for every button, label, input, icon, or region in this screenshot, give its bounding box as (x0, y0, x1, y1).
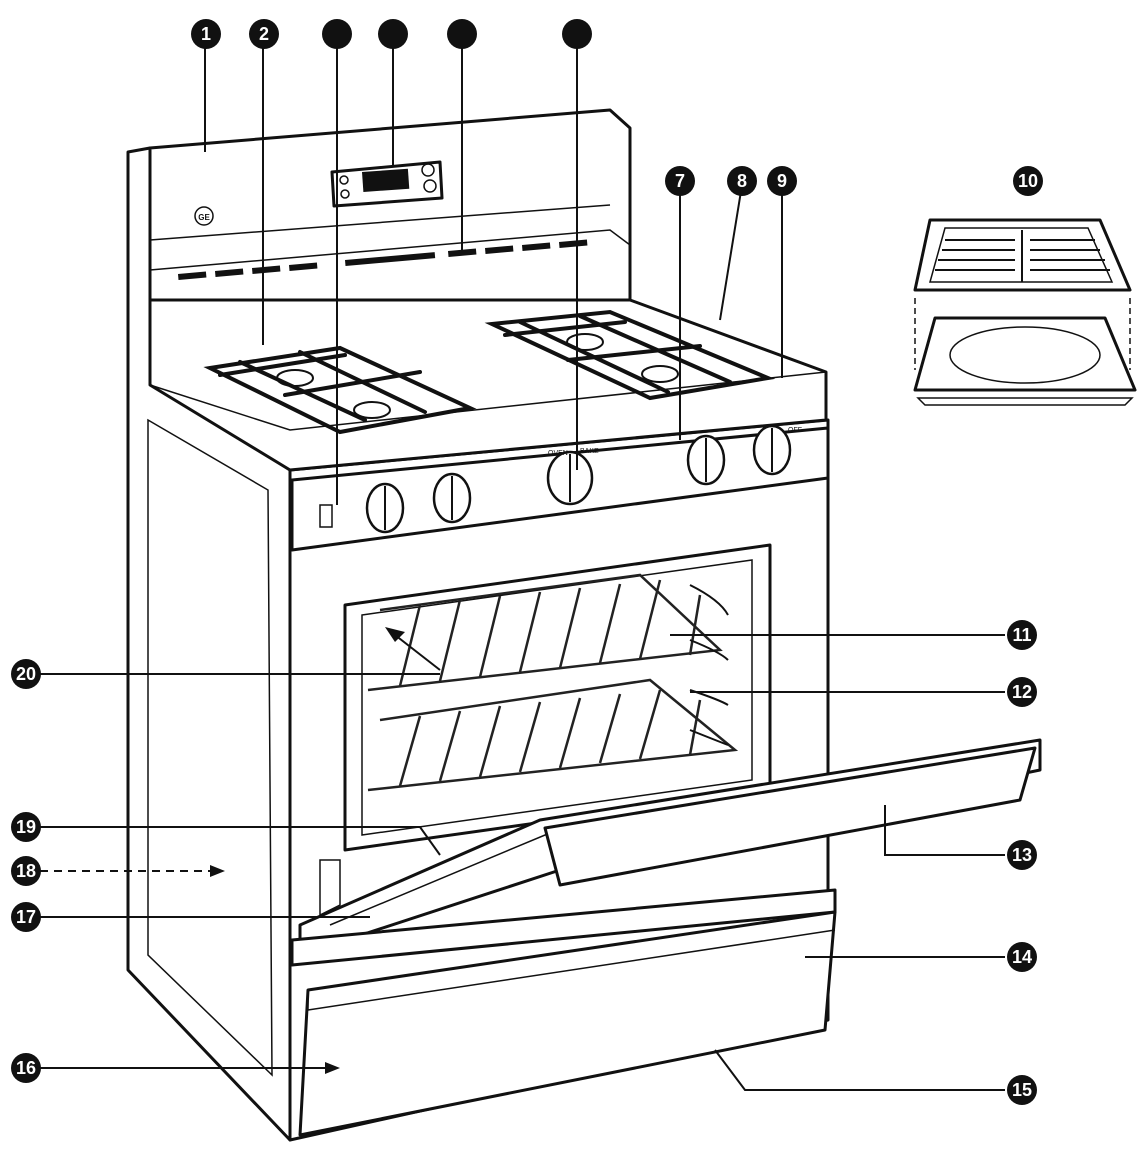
oven-knob-label-left: OVEN (548, 450, 568, 457)
callout-5 (447, 19, 477, 49)
storage-drawer (290, 888, 837, 1137)
burner-knob-right-front (686, 434, 726, 486)
callout-1: 1 (191, 19, 221, 49)
callout-11-label: 11 (1012, 625, 1031, 645)
callout-9-label: 9 (777, 171, 787, 191)
callout-3 (322, 19, 352, 49)
callout-15: 15 (1007, 1075, 1037, 1105)
callout-16-label: 16 (16, 1058, 36, 1078)
callout-1-label: 1 (201, 24, 211, 44)
burner-knob-left-front (432, 472, 472, 524)
callout-8-label: 8 (737, 171, 747, 191)
callout-6 (562, 19, 592, 49)
callout-18: 18 (11, 856, 41, 886)
callout-2-label: 2 (259, 24, 269, 44)
callout-19: 19 (11, 812, 41, 842)
lower-oven-rack (367, 678, 739, 792)
callouts: 1 2 7 8 9 10 11 12 13 14 15 16 17 18 19 … (11, 19, 1043, 1105)
cooktop (148, 298, 828, 472)
callout-15-label: 15 (1012, 1080, 1032, 1100)
callout-7-label: 7 (675, 171, 685, 191)
callout-10: 10 (1013, 166, 1043, 196)
oven-door (298, 738, 1042, 957)
oven-knob-label-right: BAKE (580, 448, 599, 455)
callout-10-label: 10 (1018, 171, 1038, 191)
interior-arrow (385, 627, 441, 671)
callout-8: 8 (727, 166, 757, 196)
burner-knob-right-rear: OFF (752, 424, 802, 476)
oven-control-knob: OVEN BAKE (546, 448, 599, 506)
right-burner-grates (484, 309, 776, 401)
callout-19-label: 19 (16, 817, 36, 837)
brand-badge-text: GE (198, 213, 210, 222)
oven-light-switch (319, 504, 333, 528)
broiler-pan-assembly (913, 218, 1137, 406)
callout-13: 13 (1007, 840, 1037, 870)
clock-display (330, 160, 444, 208)
callout-12-label: 12 (1012, 682, 1032, 702)
callout-13-label: 13 (1012, 845, 1032, 865)
broiler-grid (935, 230, 1110, 282)
knob-off-label: OFF (788, 427, 802, 434)
leader-lines (40, 36, 1005, 1091)
control-panel: OVEN BAKE OFF (290, 424, 830, 552)
upper-oven-rack (367, 573, 723, 692)
callout-20-label: 20 (16, 664, 36, 684)
callout-12: 12 (1007, 677, 1037, 707)
callout-18-label: 18 (16, 861, 36, 881)
callout-20: 20 (11, 659, 41, 689)
left-burner-grates (203, 345, 477, 435)
callout-14: 14 (1007, 942, 1037, 972)
callout-16: 16 (11, 1053, 41, 1083)
callout-17: 17 (11, 902, 41, 932)
vent-slots (178, 239, 588, 280)
callout-4 (378, 19, 408, 49)
brand-badge: GE (194, 206, 214, 226)
backsplash: GE (148, 108, 632, 302)
callout-9: 9 (767, 166, 797, 196)
burner-knob-left-rear (365, 482, 405, 534)
callout-14-label: 14 (1012, 947, 1032, 967)
callout-17-label: 17 (16, 907, 36, 927)
callout-7: 7 (665, 166, 695, 196)
callout-11: 11 (1007, 620, 1037, 650)
door-hinge (319, 859, 341, 917)
callout-2: 2 (249, 19, 279, 49)
